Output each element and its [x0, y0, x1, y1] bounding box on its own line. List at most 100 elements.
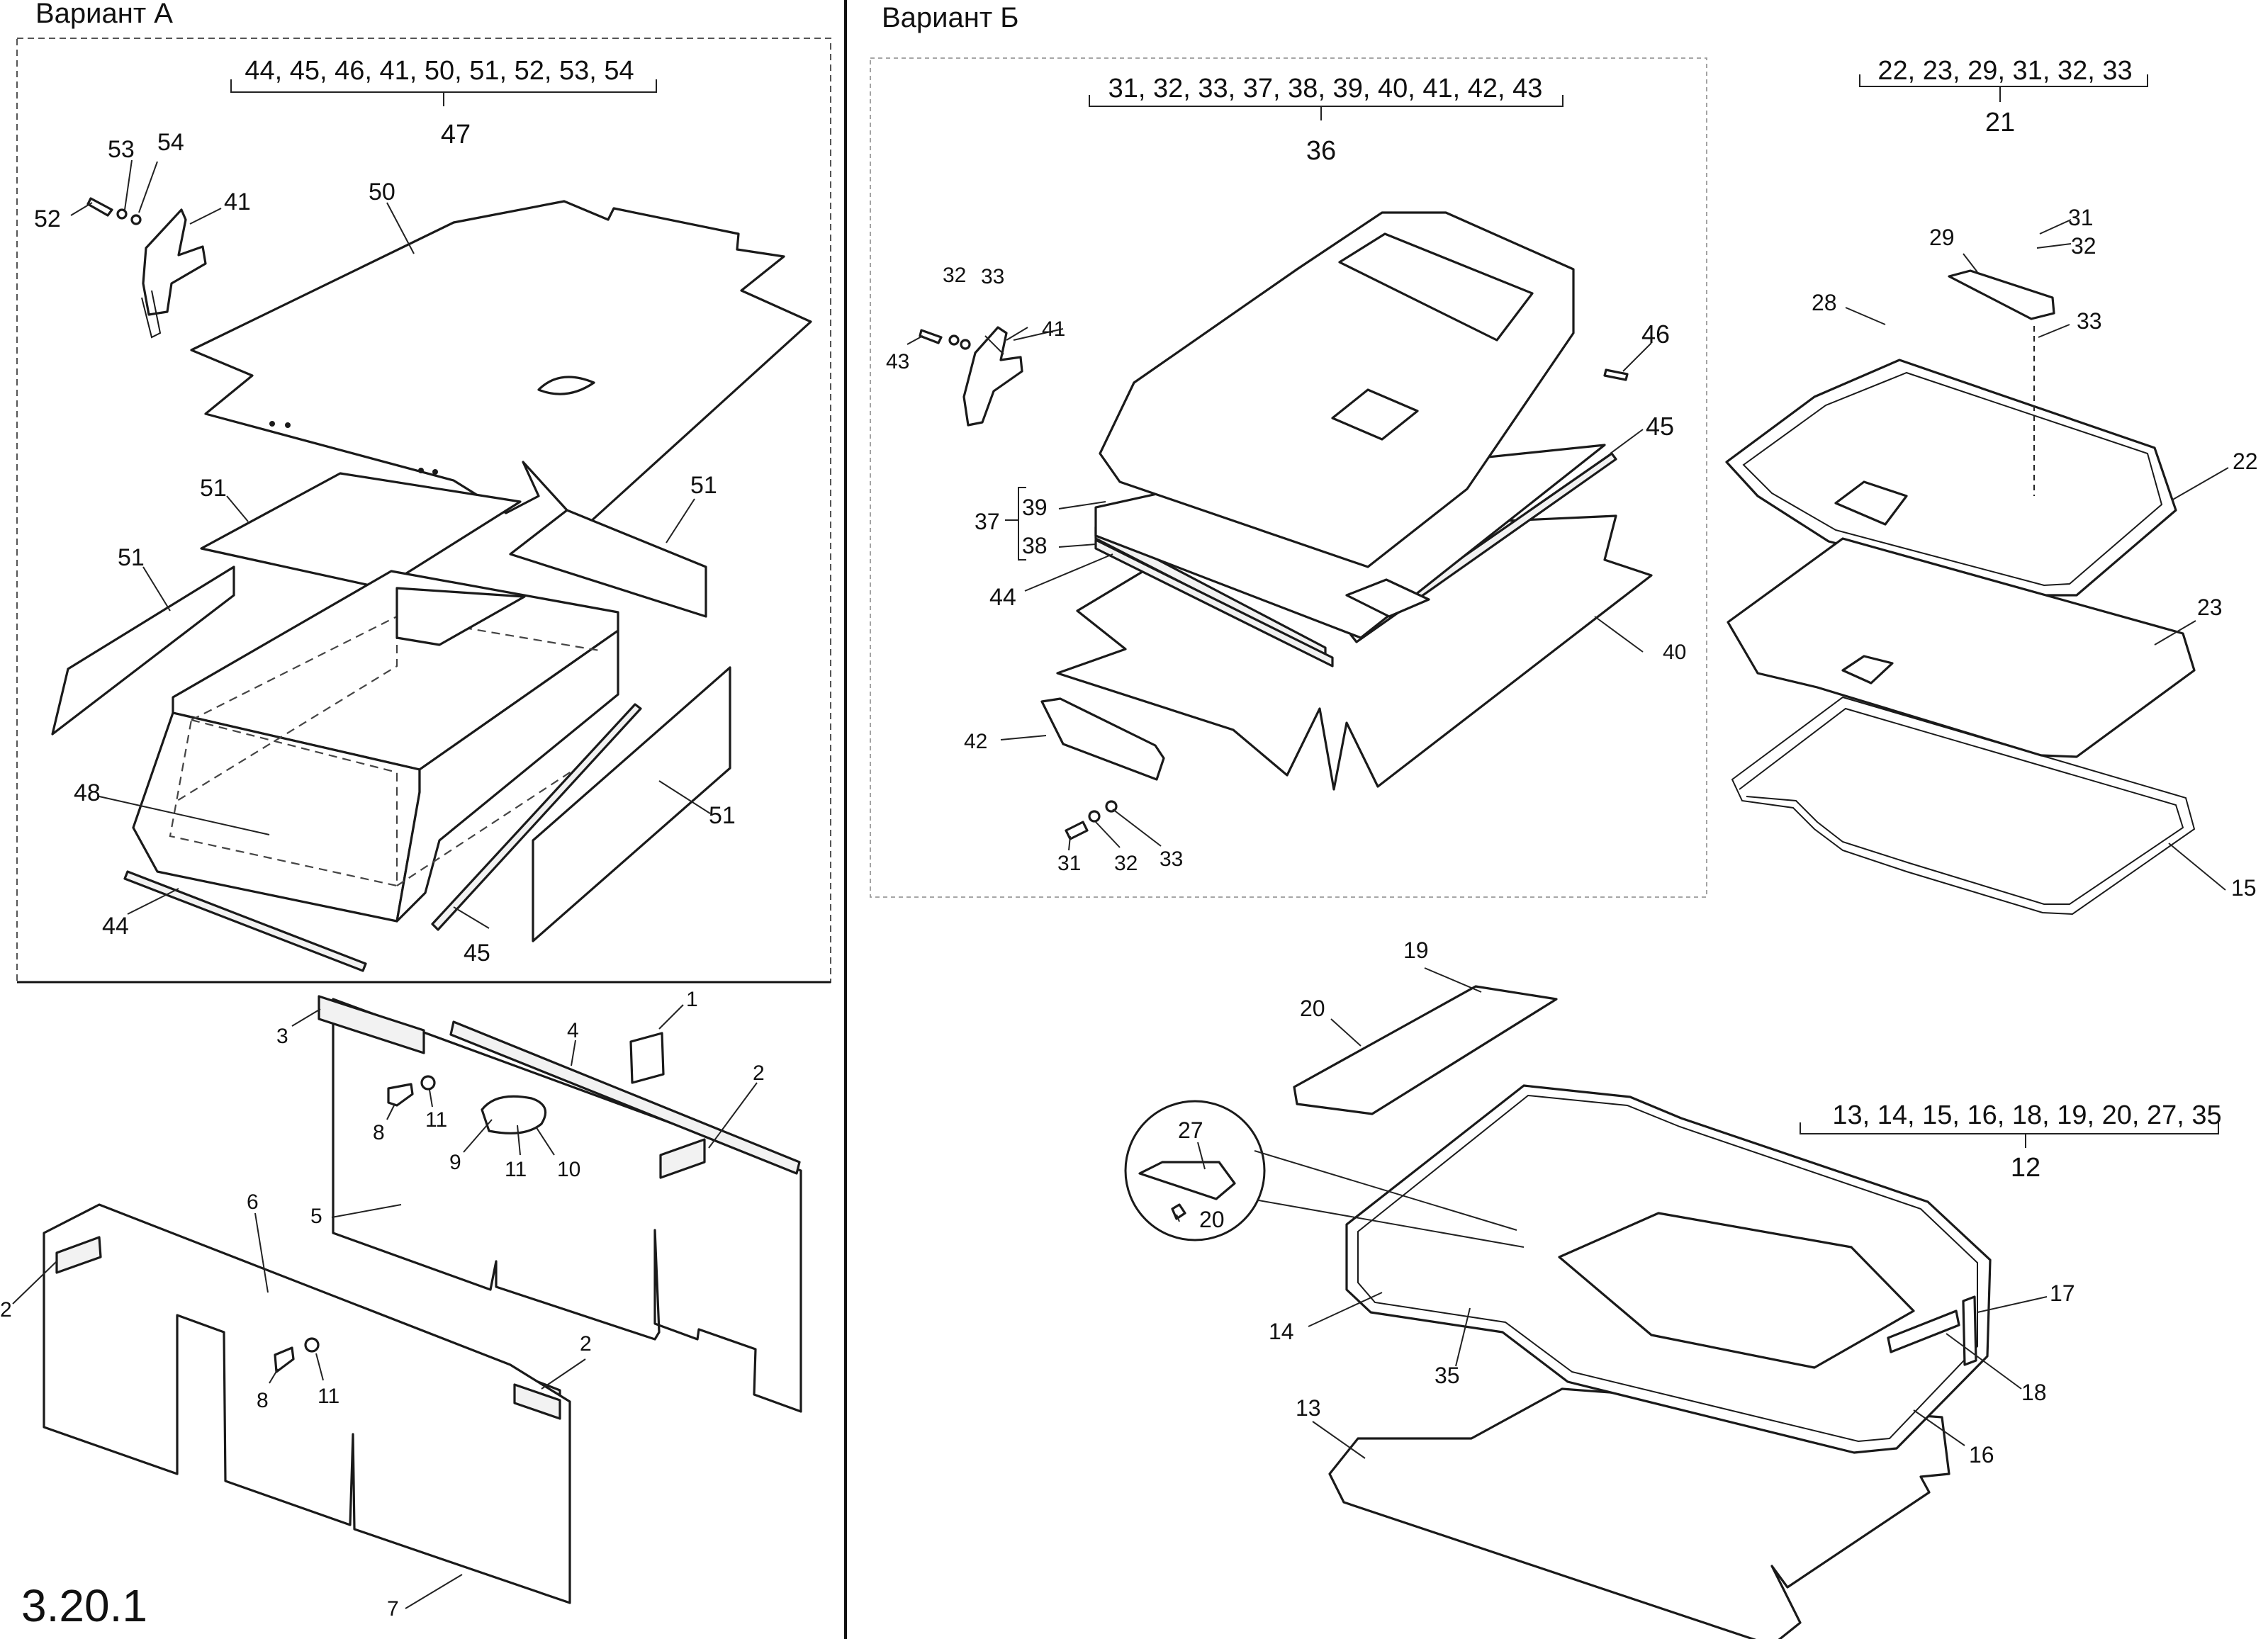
label-13: 13 — [1296, 1395, 1321, 1421]
label-7: 7 — [387, 1597, 399, 1621]
assembly-36-number: 36 — [1306, 136, 1336, 166]
label-51-a: 51 — [200, 475, 227, 502]
label-44-a: 44 — [102, 913, 129, 940]
variant-b-title: Вариант Б — [882, 2, 1019, 33]
part-51-sheet-left — [51, 565, 235, 736]
variant-a-parts — [51, 197, 812, 972]
label-29: 29 — [1929, 225, 1955, 250]
assembly-group-21: 22, 23, 29, 31, 32, 33 21 — [1859, 56, 2148, 137]
part-15-seal — [1731, 696, 2196, 916]
subgroup-39-label: 39 — [1022, 495, 1048, 520]
label-31-a: 31 — [1057, 852, 1081, 875]
label-4: 4 — [567, 1019, 579, 1042]
label-40: 40 — [1663, 641, 1686, 664]
assembly-group-36: 31, 32, 33, 37, 38, 39, 40, 41, 42, 43 3… — [1089, 74, 1564, 166]
part-4-strip — [449, 1020, 801, 1175]
assembly-12-number: 12 — [2011, 1153, 2040, 1183]
assembly-group-12: 13, 14, 15, 16, 18, 19, 20, 27, 35 12 — [1800, 1100, 2222, 1183]
part-14-opening — [1558, 1212, 1915, 1369]
subgroup-38-label: 38 — [1022, 533, 1048, 558]
variant-b-parts — [919, 211, 2196, 1639]
label-45-b: 45 — [1646, 412, 1674, 441]
part-52-bolt — [86, 197, 113, 217]
part-11-nut — [420, 1075, 436, 1091]
part-33-washer-b — [1105, 800, 1118, 813]
part-7-panel — [43, 1203, 571, 1604]
label-20-b: 20 — [1199, 1207, 1225, 1232]
part-48-inner-panel — [395, 587, 526, 646]
part-45-strip — [431, 703, 642, 931]
part-51-sheet-center — [200, 472, 522, 590]
label-15: 15 — [2231, 875, 2257, 901]
label-5: 5 — [310, 1205, 322, 1228]
label-10: 10 — [557, 1158, 580, 1181]
part-31-bolt — [1065, 821, 1089, 840]
label-11-c: 11 — [318, 1385, 339, 1408]
part-27-bracket — [1138, 1161, 1236, 1200]
label-17: 17 — [2050, 1280, 2075, 1306]
label-28: 28 — [1812, 290, 1837, 315]
label-6: 6 — [247, 1190, 259, 1214]
part-53-washer — [116, 208, 128, 220]
label-8-b: 8 — [257, 1389, 269, 1412]
part-23-cutout — [1841, 655, 1894, 685]
part-36-window-low — [1345, 578, 1430, 618]
label-19: 19 — [1403, 937, 1429, 963]
page-number: 3.20.1 — [21, 1580, 147, 1631]
part-labels: 53 54 52 41 50 51 51 51 48 51 44 45 3 4 … — [0, 129, 2258, 1621]
part-29-handle — [1948, 269, 2055, 320]
part-19-bracket — [1293, 985, 1558, 1115]
label-23: 23 — [2197, 595, 2223, 620]
label-16: 16 — [1969, 1442, 1994, 1468]
label-20-a: 20 — [1300, 996, 1325, 1021]
part-9-plate — [481, 1095, 547, 1134]
label-2-b: 2 — [0, 1298, 12, 1322]
label-1: 1 — [686, 988, 698, 1011]
label-42: 42 — [964, 730, 987, 753]
part-22-recess — [1834, 480, 1908, 526]
label-2-c: 2 — [580, 1332, 592, 1356]
label-27: 27 — [1178, 1117, 1203, 1143]
part-22-frame — [1725, 359, 2177, 597]
part-41-latch-b — [962, 326, 1023, 427]
label-2-a: 2 — [753, 1061, 765, 1085]
label-18: 18 — [2021, 1380, 2047, 1405]
label-32-c: 32 — [2071, 233, 2096, 259]
part-3-bracket — [318, 995, 425, 1054]
variant-b-frame — [870, 57, 1707, 898]
label-41: 41 — [224, 188, 251, 215]
part-38-seal — [1094, 539, 1334, 668]
label-51-c: 51 — [118, 544, 145, 571]
part-33-washer — [960, 339, 971, 350]
label-41-b: 41 — [1042, 317, 1065, 341]
label-48: 48 — [74, 779, 101, 806]
assembly-47-number: 47 — [441, 120, 471, 150]
label-44-b: 44 — [989, 584, 1016, 611]
part-5-panel — [332, 998, 802, 1413]
part-41-latch — [142, 208, 207, 316]
part-46-pin — [1603, 368, 1629, 381]
part-48-frame-side — [395, 629, 619, 923]
label-9: 9 — [449, 1151, 461, 1174]
part-42-handle — [1040, 697, 1165, 781]
part-36-window-mid — [1331, 388, 1419, 441]
part-22-inner — [1742, 371, 2163, 587]
part-32-washer-b — [1088, 810, 1101, 823]
part-8-bolt — [387, 1083, 414, 1107]
part-54-washer — [130, 214, 142, 225]
part-50-cutout — [537, 376, 595, 395]
part-13-mat — [1328, 1387, 1950, 1639]
label-33-c: 33 — [2077, 308, 2102, 334]
assembly-group-47: 44, 45, 46, 41, 50, 51, 52, 53, 54 47 — [230, 56, 657, 150]
label-8-a: 8 — [373, 1121, 385, 1144]
label-54: 54 — [157, 129, 184, 156]
label-53: 53 — [108, 136, 135, 163]
assembly-21-contents: 22, 23, 29, 31, 32, 33 — [1877, 56, 2132, 86]
part-2-bracket-bottom — [513, 1383, 561, 1420]
part-51-sheet-right — [509, 509, 707, 618]
part-51-sheet-front-right — [532, 666, 731, 942]
variant-a-title: Вариант А — [35, 0, 173, 29]
part-8-bolt-lower — [274, 1346, 295, 1373]
label-43: 43 — [886, 350, 909, 373]
